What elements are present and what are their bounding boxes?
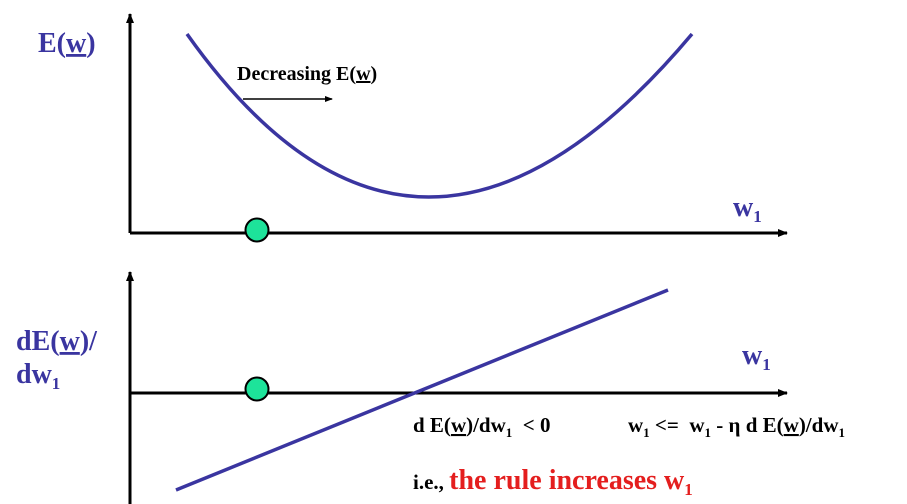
top-y-axis-label: E(w) — [38, 28, 96, 59]
bottom-y-axis-label-line2: dw1 — [16, 359, 60, 393]
bottom-plot: dE(w)/ dw1 w1 d E(w)/dw1 < 0 w1 <= w1 - … — [16, 271, 845, 504]
bottom-current-weight-marker-icon — [244, 376, 270, 402]
bottom-y-axis-label-line1: dE(w)/ — [16, 326, 98, 357]
top-x-axis-label: w1 — [733, 192, 762, 226]
decreasing-annotation: Decreasing E(w) — [237, 63, 377, 85]
update-rule: w1 <= w1 - η d E(w)/dw1 — [628, 413, 845, 440]
conclusion: i.e., the rule increases w1 — [413, 465, 693, 499]
derivative-condition: d E(w)/dw1 < 0 — [413, 413, 551, 440]
error-curve — [185, 32, 694, 199]
top-plot: E(w) w1 Decreasing E(w) — [38, 13, 788, 243]
derivative-line — [175, 288, 669, 492]
top-current-weight-marker-icon — [244, 217, 270, 243]
bottom-x-axis-label: w1 — [742, 340, 771, 374]
